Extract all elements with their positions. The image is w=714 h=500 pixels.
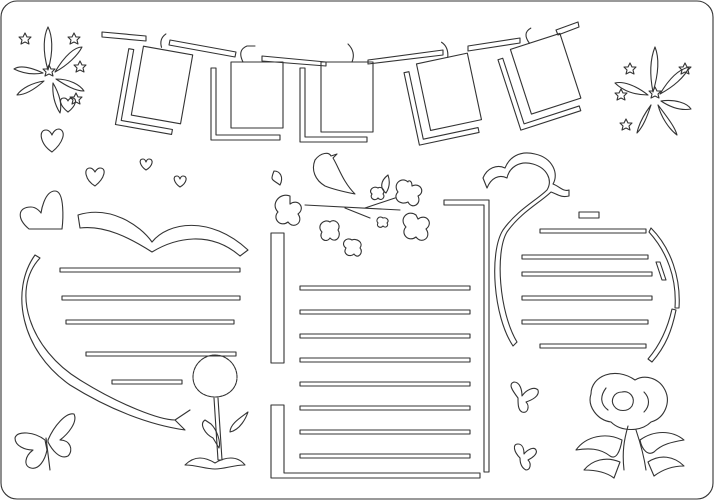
- firework-right: [614, 46, 692, 136]
- photo-frame-2: [210, 45, 284, 141]
- firework-left: [13, 26, 87, 114]
- photo-frame-4: [403, 41, 483, 146]
- photo-frame-5: [497, 27, 582, 131]
- round-notes-area: [482, 152, 680, 363]
- book-top-shape: [77, 211, 249, 257]
- photo-frame-1: [114, 33, 194, 135]
- rose-flower: [575, 372, 685, 479]
- bird-branch-flowers: [271, 152, 430, 257]
- bunting-string: [101, 21, 580, 67]
- butterfly-right-bottom: [513, 443, 537, 471]
- photo-frame-3: [299, 43, 374, 143]
- butterfly-left: [14, 413, 76, 471]
- dandelion: [184, 354, 249, 470]
- small-hearts: [19, 97, 187, 230]
- center-notes-area: [270, 199, 490, 479]
- heart-notes-area: [21, 254, 241, 431]
- butterfly-right-top: [510, 381, 539, 413]
